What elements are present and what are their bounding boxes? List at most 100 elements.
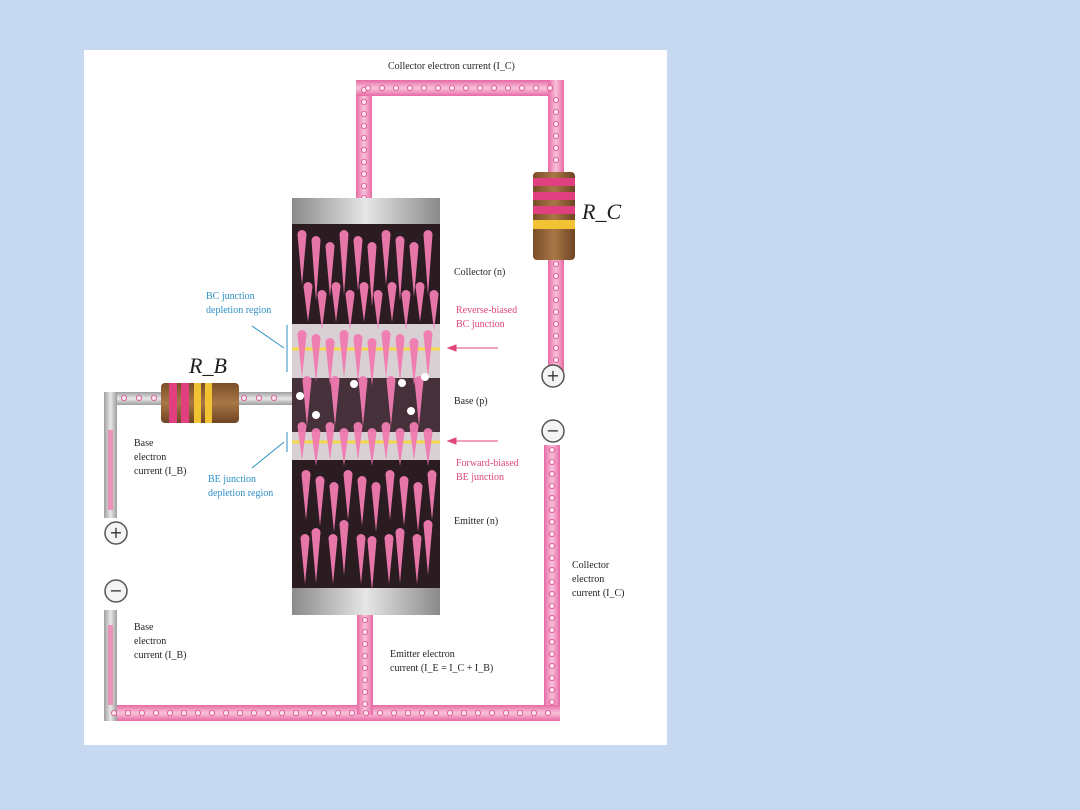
electron-drop	[395, 428, 405, 466]
wire-electron	[516, 710, 523, 717]
rc-band	[533, 192, 575, 200]
rc-band	[533, 178, 575, 186]
electron-drop	[315, 476, 325, 526]
electron-drop	[409, 422, 419, 460]
wire-electron	[448, 85, 455, 92]
wire-electron	[548, 591, 555, 598]
wire-electron	[552, 272, 559, 279]
electron-drop	[325, 422, 335, 460]
wire-electron	[255, 394, 262, 401]
rb-band	[169, 383, 177, 423]
rc-band	[533, 206, 575, 214]
forward-biased-arrowhead	[446, 437, 457, 445]
electron-drop	[423, 330, 433, 378]
collector-current-right-label: Collector electron current (I_C)	[572, 560, 625, 599]
wire-electron	[544, 710, 551, 717]
transistor-diagram: + − + − Collector electron current (I_C)…	[84, 50, 667, 745]
base-current-stream-lower	[108, 625, 113, 705]
reverse-biased-label: Reverse-biased BC junction	[456, 305, 518, 330]
electron-drop	[300, 534, 310, 584]
wire-electron	[552, 320, 559, 327]
wire-electron	[406, 85, 413, 92]
wire-electron	[462, 85, 469, 92]
wire-electron	[548, 687, 555, 694]
hole	[312, 411, 320, 419]
wire-electron	[270, 394, 277, 401]
electron-drop	[413, 482, 423, 532]
base-resistor	[161, 383, 239, 423]
wire-electron	[434, 85, 441, 92]
wire-electron	[548, 494, 555, 501]
wire-electron	[360, 135, 367, 142]
electron-drop	[311, 528, 321, 583]
base-holes	[296, 373, 429, 419]
wire-electron	[278, 710, 285, 717]
wire-electron	[250, 710, 257, 717]
base-current-upper-label: Base electron current (I_B)	[134, 438, 187, 477]
electron-drop	[311, 236, 321, 301]
electron-drop	[343, 470, 353, 520]
emitter-contact	[292, 588, 440, 615]
electron-drop	[381, 422, 391, 460]
base-current-lower-label: Base electron current (I_B)	[134, 622, 187, 661]
wire-electron	[167, 710, 174, 717]
electron-drop	[385, 470, 395, 520]
collector-top-wire	[356, 80, 564, 96]
wire-electron	[364, 85, 371, 92]
wire-electron	[552, 133, 559, 140]
wire-electron	[360, 159, 367, 166]
electron-flow	[297, 230, 439, 591]
bc-depletion-leader	[251, 325, 285, 349]
battery-terminals: + − + −	[104, 364, 565, 603]
wire-electron	[392, 85, 399, 92]
electron-drop	[367, 536, 377, 591]
electron-drop	[409, 242, 419, 297]
wire-electron	[236, 710, 243, 717]
electron-drop	[429, 290, 439, 330]
electron-drop	[384, 534, 394, 584]
wire-electron	[376, 710, 383, 717]
wire-electron	[420, 85, 427, 92]
vcc-plus-terminal	[541, 364, 565, 388]
wire-electron	[552, 97, 559, 104]
wire-electron	[360, 123, 367, 130]
wire-electron	[153, 710, 160, 717]
wire-electron	[209, 710, 216, 717]
electron-drop	[339, 428, 349, 466]
electron-drop	[325, 242, 335, 297]
wire-electron	[548, 554, 555, 561]
wire-electron	[552, 296, 559, 303]
electron-drop	[329, 482, 339, 532]
electron-drop	[345, 290, 355, 330]
wire-electron	[548, 542, 555, 549]
wire-electron	[548, 506, 555, 513]
wire-electron	[361, 641, 368, 648]
electron-drop	[423, 428, 433, 466]
electron-drop	[330, 376, 340, 426]
wire-electron	[504, 85, 511, 92]
electron-drop	[409, 338, 419, 386]
electron-drop	[399, 476, 409, 526]
hole	[407, 407, 415, 415]
electron-drop	[301, 470, 311, 520]
rb-band	[205, 383, 212, 423]
collector-contact	[292, 198, 440, 224]
wire-electron	[361, 629, 368, 636]
electron-drop	[387, 282, 397, 322]
forward-biased-label: Forward-biased BE junction	[456, 458, 519, 483]
wire-electron	[552, 260, 559, 267]
electron-drop	[412, 534, 422, 584]
wire-electron	[360, 182, 367, 189]
wire-electron	[552, 145, 559, 152]
collector-resistor	[533, 172, 575, 260]
electron-drop	[371, 482, 381, 532]
wire-electron	[548, 482, 555, 489]
wire-electron	[548, 530, 555, 537]
wire-electron	[548, 603, 555, 610]
electron-drop	[367, 338, 377, 386]
electron-drop	[303, 282, 313, 322]
electron-drop	[386, 376, 396, 426]
wire-electron	[552, 344, 559, 351]
wire-electron	[548, 579, 555, 586]
electron-drop	[317, 290, 327, 330]
